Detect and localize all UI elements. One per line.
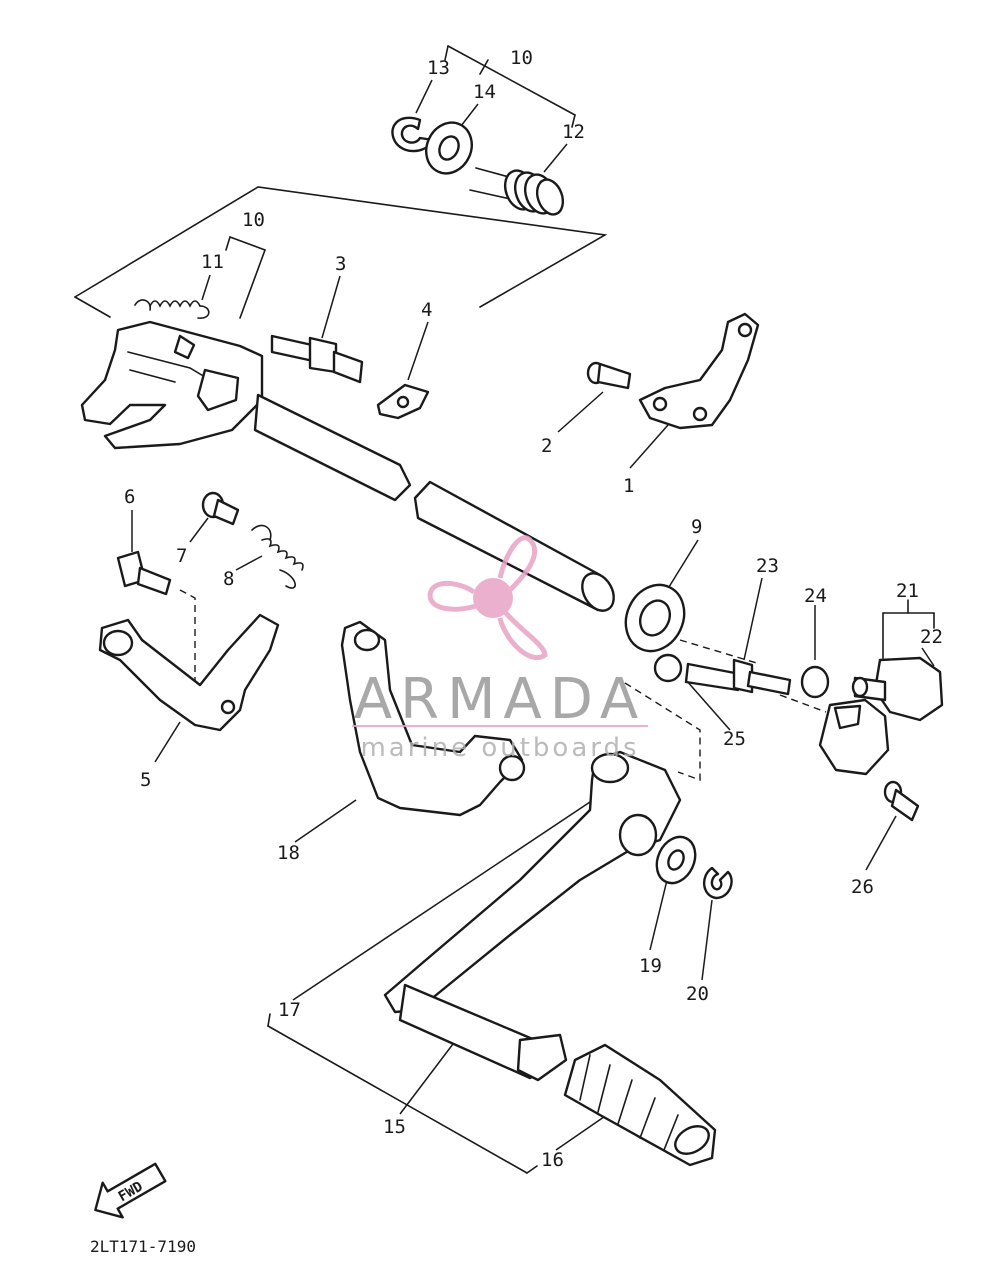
watermark-tagline: marine outboards bbox=[360, 733, 639, 763]
watermark: ARMADA marine outboards bbox=[352, 535, 648, 763]
lever-18 bbox=[340, 620, 526, 817]
callout-20: 20 bbox=[686, 983, 709, 1005]
diagram-code: 2LT171-7190 bbox=[90, 1237, 196, 1256]
callout-10-top: 10 bbox=[510, 47, 533, 69]
callout-13: 13 bbox=[427, 57, 450, 79]
callout-1: 1 bbox=[623, 475, 634, 497]
arm-5 bbox=[98, 613, 280, 732]
callout-19: 19 bbox=[639, 955, 662, 977]
pedal-rubber-16 bbox=[563, 1043, 717, 1167]
spring-12 bbox=[469, 167, 565, 216]
watermark-brand: ARMADA bbox=[354, 667, 646, 732]
nut-24 bbox=[800, 665, 830, 699]
seal-9 bbox=[624, 583, 686, 653]
fwd-arrow-icon: FWD bbox=[94, 1162, 167, 1219]
clip-13 bbox=[391, 116, 435, 153]
clip-20 bbox=[703, 866, 733, 900]
bolt-7 bbox=[201, 491, 240, 526]
callout-3: 3 bbox=[335, 253, 346, 275]
pedal-17 bbox=[383, 750, 682, 1014]
spring-11 bbox=[134, 299, 210, 319]
bolt-3 bbox=[270, 334, 364, 384]
callout-11: 11 bbox=[201, 251, 224, 273]
spring-8 bbox=[251, 524, 304, 589]
callout-22: 22 bbox=[920, 626, 943, 648]
peg-15 bbox=[398, 983, 568, 1082]
rod-end-22 bbox=[851, 656, 944, 722]
callout-6: 6 bbox=[124, 486, 135, 508]
bolt-6 bbox=[116, 550, 172, 596]
nut-25 bbox=[653, 653, 683, 683]
callout-10-mid: 10 bbox=[242, 209, 265, 231]
callout-17: 17 bbox=[278, 999, 301, 1021]
rod-end-21 bbox=[818, 698, 890, 776]
callout-4: 4 bbox=[421, 299, 432, 321]
callout-15: 15 bbox=[383, 1116, 406, 1138]
callout-24: 24 bbox=[804, 585, 827, 607]
callout-14: 14 bbox=[473, 81, 496, 103]
rod-23 bbox=[684, 658, 792, 696]
callout-26: 26 bbox=[851, 876, 874, 898]
lever-1 bbox=[638, 312, 760, 430]
leader-lines bbox=[131, 79, 935, 1151]
callout-18: 18 bbox=[277, 842, 300, 864]
bolt-2 bbox=[586, 361, 632, 390]
plate-4 bbox=[376, 383, 430, 420]
armada-propeller-logo-icon bbox=[427, 535, 548, 660]
callout-23: 23 bbox=[756, 555, 779, 577]
callout-12: 12 bbox=[562, 121, 585, 143]
bolt-26 bbox=[883, 780, 920, 822]
washer-19 bbox=[655, 835, 697, 885]
callout-25: 25 bbox=[723, 728, 746, 750]
washer-14 bbox=[425, 121, 473, 175]
callout-8: 8 bbox=[223, 568, 234, 590]
callout-9: 9 bbox=[691, 516, 702, 538]
callout-5: 5 bbox=[140, 769, 151, 791]
callout-16: 16 bbox=[541, 1149, 564, 1171]
callout-7: 7 bbox=[176, 545, 187, 567]
callout-labels: 1 2 3 4 5 6 7 8 9 10 10 11 12 13 14 15 1… bbox=[124, 47, 943, 1171]
callout-2: 2 bbox=[541, 435, 552, 457]
callout-21: 21 bbox=[896, 580, 919, 602]
